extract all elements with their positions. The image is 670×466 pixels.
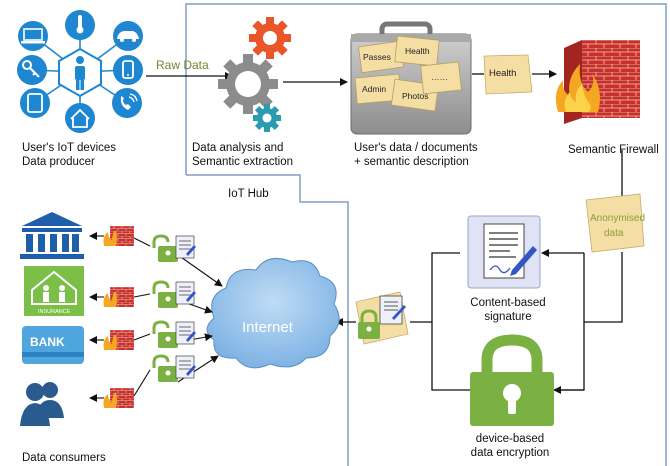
raw-data-label: Raw Data bbox=[156, 58, 209, 72]
semantic-extraction-label: Semantic extraction bbox=[192, 156, 293, 168]
health-tag bbox=[483, 54, 533, 95]
data-analysis-label: Data analysis and bbox=[192, 142, 284, 154]
consumer-arrows bbox=[89, 232, 104, 402]
insurance-icon bbox=[24, 266, 84, 316]
iot-hub-label: IoT Hub bbox=[228, 188, 269, 200]
data-producer-label: Data producer bbox=[22, 156, 95, 168]
data-encryption-label: data encryption bbox=[470, 447, 550, 459]
insurance-label: INSURANCE bbox=[38, 309, 71, 315]
signature-label: signature bbox=[484, 311, 532, 323]
signature-document-icon bbox=[467, 215, 541, 289]
thermometer-icon bbox=[65, 10, 95, 40]
smart-home-icon bbox=[65, 103, 95, 133]
tablet-icon bbox=[20, 88, 50, 118]
person-icon bbox=[75, 56, 85, 90]
doc-health: Health bbox=[405, 46, 430, 56]
gears-icon bbox=[218, 17, 291, 132]
anonymised-data-tag bbox=[585, 193, 645, 253]
doc-passes: Passes bbox=[363, 52, 391, 62]
bank-card-icon bbox=[22, 326, 84, 364]
content-based-label: Content-based bbox=[470, 297, 546, 309]
laptop-icon bbox=[18, 21, 48, 51]
data-consumers-label: Data consumers bbox=[22, 452, 106, 464]
key-icon bbox=[17, 55, 47, 85]
mini-unlocked-packages bbox=[152, 234, 196, 382]
government-building-icon bbox=[20, 212, 84, 259]
smartphone-icon bbox=[113, 55, 143, 85]
bank-label: BANK bbox=[30, 335, 65, 349]
signed-encrypted-package-icon bbox=[355, 291, 409, 345]
iot-devices-cluster bbox=[17, 10, 143, 133]
anonymised-data-label: data bbox=[604, 228, 624, 239]
encryption-lock-icon bbox=[470, 334, 554, 426]
doc-admin: Admin bbox=[362, 84, 386, 94]
device-based-label: device-based bbox=[475, 433, 545, 445]
semantic-description-label: + semantic description bbox=[354, 156, 469, 168]
user-data-documents-label: User's data / documents bbox=[354, 142, 478, 154]
firewall-icon bbox=[555, 40, 640, 124]
internet-label: Internet bbox=[242, 319, 294, 336]
package-connectors bbox=[133, 237, 151, 397]
internet-cloud-icon bbox=[206, 257, 340, 369]
iot-hub-boundary bbox=[185, 3, 667, 466]
briefcase-documents bbox=[354, 35, 462, 112]
health-tag-label: Health bbox=[489, 68, 516, 79]
doc-photos: Photos bbox=[402, 91, 428, 101]
car-icon bbox=[113, 21, 143, 51]
anonymised-label: Anonymised bbox=[590, 213, 645, 224]
people-icon bbox=[20, 382, 64, 426]
semantic-firewall-label: Semantic Firewall bbox=[568, 144, 659, 156]
wireless-phone-icon bbox=[112, 88, 142, 118]
user-iot-devices-label: User's IoT devices bbox=[22, 142, 117, 154]
mini-firewall-icons bbox=[103, 226, 134, 408]
doc-ellipsis: …… bbox=[431, 72, 448, 82]
